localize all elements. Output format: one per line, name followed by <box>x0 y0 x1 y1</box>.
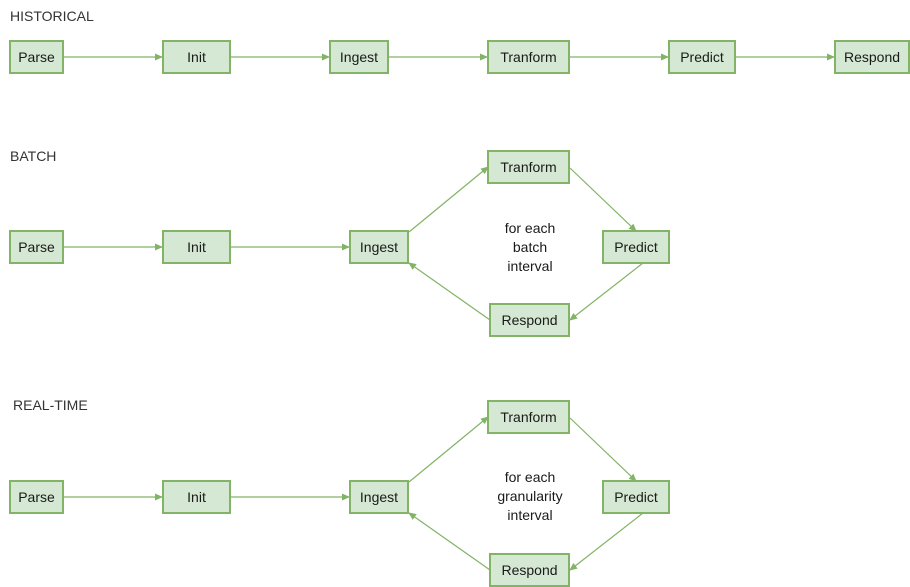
loop-note-line: for each <box>504 469 556 485</box>
edge-transform-predict <box>569 417 637 482</box>
node-ingest[interactable]: Ingest <box>349 480 409 514</box>
edge-respond-ingest <box>408 262 491 321</box>
node-ingest[interactable]: Ingest <box>329 40 389 74</box>
edge-ingest-transform <box>408 416 489 483</box>
node-respond[interactable]: Respond <box>834 40 910 74</box>
loop-note-line: batch <box>512 239 548 255</box>
edge-ingest-transform <box>408 166 489 233</box>
loop-note: for each batch interval <box>475 219 585 276</box>
node-respond[interactable]: Respond <box>489 303 570 337</box>
loop-note-line: for each <box>504 220 556 236</box>
edge-predict-respond <box>569 262 644 321</box>
edge-respond-ingest <box>408 512 491 571</box>
node-init[interactable]: Init <box>162 230 231 264</box>
section-title-historical: HISTORICAL <box>10 8 94 24</box>
node-transform[interactable]: Tranform <box>487 40 570 74</box>
node-predict[interactable]: Predict <box>602 480 670 514</box>
section-title-realtime: REAL-TIME <box>13 397 88 413</box>
node-init[interactable]: Init <box>162 40 231 74</box>
node-init[interactable]: Init <box>162 480 231 514</box>
loop-note-line: interval <box>507 258 553 274</box>
loop-note-line: interval <box>507 507 553 523</box>
loop-note: for each granularity interval <box>475 468 585 525</box>
node-transform[interactable]: Tranform <box>487 400 570 434</box>
node-predict[interactable]: Predict <box>668 40 736 74</box>
node-parse[interactable]: Parse <box>9 480 64 514</box>
node-respond[interactable]: Respond <box>489 553 570 587</box>
edge-transform-predict <box>569 167 637 232</box>
section-title-batch: BATCH <box>10 148 57 164</box>
node-ingest[interactable]: Ingest <box>349 230 409 264</box>
node-predict[interactable]: Predict <box>602 230 670 264</box>
edge-predict-respond <box>569 512 644 571</box>
node-parse[interactable]: Parse <box>9 40 64 74</box>
node-transform[interactable]: Tranform <box>487 150 570 184</box>
loop-note-line: granularity <box>497 488 563 504</box>
node-parse[interactable]: Parse <box>9 230 64 264</box>
